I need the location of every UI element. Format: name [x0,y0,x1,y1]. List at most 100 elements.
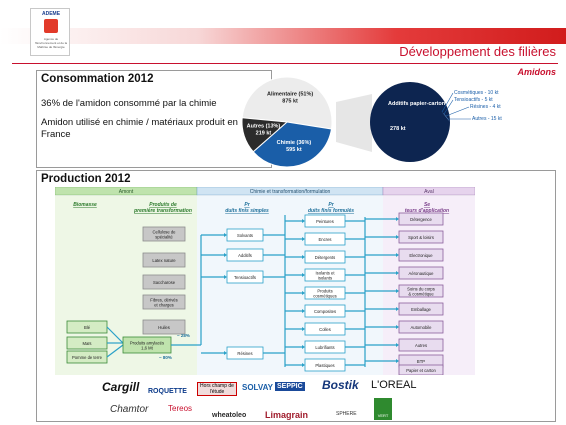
formulated-5-label: Composites [314,309,336,314]
pie-label-1: Chimie (36%) [277,140,312,146]
sector-arrow-8 [396,359,399,363]
consommation-title: Consommation 2012 [41,73,154,85]
simple-arrow-3 [224,351,227,355]
simple-0-label: Solvants [237,233,253,238]
sector-9-label: Papier et carton [406,368,436,373]
biomass-0-label: Blé [84,325,91,330]
col-title-2: Pr [244,202,250,208]
formulated-3-label: isolants [318,276,332,281]
production-title: Production 2012 [41,173,131,185]
first-transf-3-label: Fibres, dérivés [150,298,177,303]
first-transf-0-label: Cellulose de [152,230,176,235]
consommation-panel: Consommation 2012 36% de l'amidon consom… [36,70,272,168]
biomass-link-2 [106,344,124,358]
starch-box-label: Produits amylacés [130,341,164,346]
company-logos: Cargill ROQUETTE Hors champ de l'étude S… [90,374,440,422]
sector-arrow-1 [396,235,399,239]
col-title-4: Se [424,202,430,208]
first-transf-2-label: Saccharose [153,280,176,285]
pie-slice-2 [241,117,289,153]
simple-1-label: Additifs [238,253,252,258]
sector-0-label: Détergence [410,217,432,222]
pie-slice-1 [252,121,333,168]
first-transf-4-box [142,319,186,335]
form-arrow-1 [302,237,305,241]
first-transf-2-box [142,274,186,290]
sector-4-label: Soins du corps [407,287,435,292]
col-title-3: duits finis formulés [308,208,354,214]
sector-arrow-7 [396,343,399,347]
sector-9-box [398,364,444,375]
first-transf-0-box [142,226,186,242]
pie-value-2: 219 kt [256,131,272,137]
simple-3-label: Résines [237,351,252,356]
formulated-7-label: Lubrifiants [315,345,334,350]
form-arrow-3 [302,273,305,277]
detail-title: Additifs papier-carton [388,101,446,107]
formulated-3-label: Isolants et [315,271,335,276]
logo-roquette: ROQUETTE [148,388,187,395]
ademe-logo: ADEME Agence de l'Environnement et de la… [30,8,70,56]
col-title-2: duits finis simples [225,208,269,214]
biomass-link-0 [106,326,124,344]
sector-5-label: Emballage [411,307,431,312]
zone-chimie [197,196,383,375]
sector-arrow-6 [396,325,399,329]
detail-pie [370,82,450,162]
detail-pie-slice-small [442,112,450,122]
consommation-line2: Amidon utilisé en chimie / matériaux pro… [41,117,238,140]
logo-limagrain: Limagrain [265,410,309,420]
logo-mark-icon [44,19,58,33]
logo-wheatoleo: wheatoleo [212,412,247,419]
pct-a: ~ 28% [177,333,190,338]
logo-cargill: Cargill [102,380,140,394]
biomass-2-label: Pomme de terre [72,355,103,360]
sector-4-label: & cosmétique [408,292,434,297]
pie-value-0: 875 kt [282,98,298,104]
logo-subtitle: Agence de l'Environnement et de la Maîtr… [34,37,68,49]
logo-vert: VERT [374,398,392,420]
sector-arrow-5 [396,307,399,311]
detail-value: 278 kt [390,126,406,132]
header-aval-bg [382,187,475,196]
starch-box-label: 1,6 Mt [141,346,153,351]
pie-slice-0 [241,76,333,130]
logo-title: ADEME [41,11,61,17]
header-aval: Aval [424,189,434,195]
page-subtitle: Amidons [517,67,556,77]
formulated-4-label: cosmétiques [313,294,337,299]
main-pie: Alimentaire (51%)875 kt Chimie (36%)595 k… [241,76,333,168]
col-title-1: Produits de [149,202,177,208]
biomass-1-label: Maïs [82,341,91,346]
sector-7-label: Autres [415,343,427,348]
formulated-1-label: Encres [318,237,331,242]
page-title: Développement des filières [399,44,556,59]
first-transf-3-label: et charges [154,303,174,308]
formulated-4-label: Produits [317,289,332,294]
detail-item-cosmetiques: Cosmétiques - 10 kt [454,90,499,96]
form-arrow-4 [302,291,305,295]
form-arrow-8 [302,363,305,367]
simple-arrow-2 [224,275,227,279]
first-transf-1-label: Latex nature [152,258,176,263]
sector-6-label: Automobile [411,325,433,330]
sector-8-label: BTP [417,359,425,364]
col-title-3: Pr [328,202,334,208]
formulated-6-label: Colles [319,327,331,332]
sector-2-label: Electronique [409,253,433,258]
form-arrow-7 [302,345,305,349]
pie-label-0: Alimentaire (51%) [267,91,313,97]
detail-labels: Cosmétiques - 10 kt Tensioactifs - 5 kt … [441,90,502,122]
starch-pie-charts: Alimentaire (51%)875 kt Chimie (36%)595 k… [241,76,502,168]
form-arrow-6 [302,327,305,331]
consommation-line1: 36% de l'amidon consommé par la chimie [41,98,217,109]
pct-b: ~ 80% [159,355,172,360]
logo-sphere: SPHERE [336,411,357,417]
sector-arrow-0 [396,217,399,221]
col-title-1: première transformation [133,208,192,214]
first-transf-4-label: Huiles [158,325,170,330]
pie-value-1: 595 kt [286,147,302,153]
form-arrow-0 [302,219,305,223]
header-chimie: Chimie et transformation/formulation [250,189,331,195]
